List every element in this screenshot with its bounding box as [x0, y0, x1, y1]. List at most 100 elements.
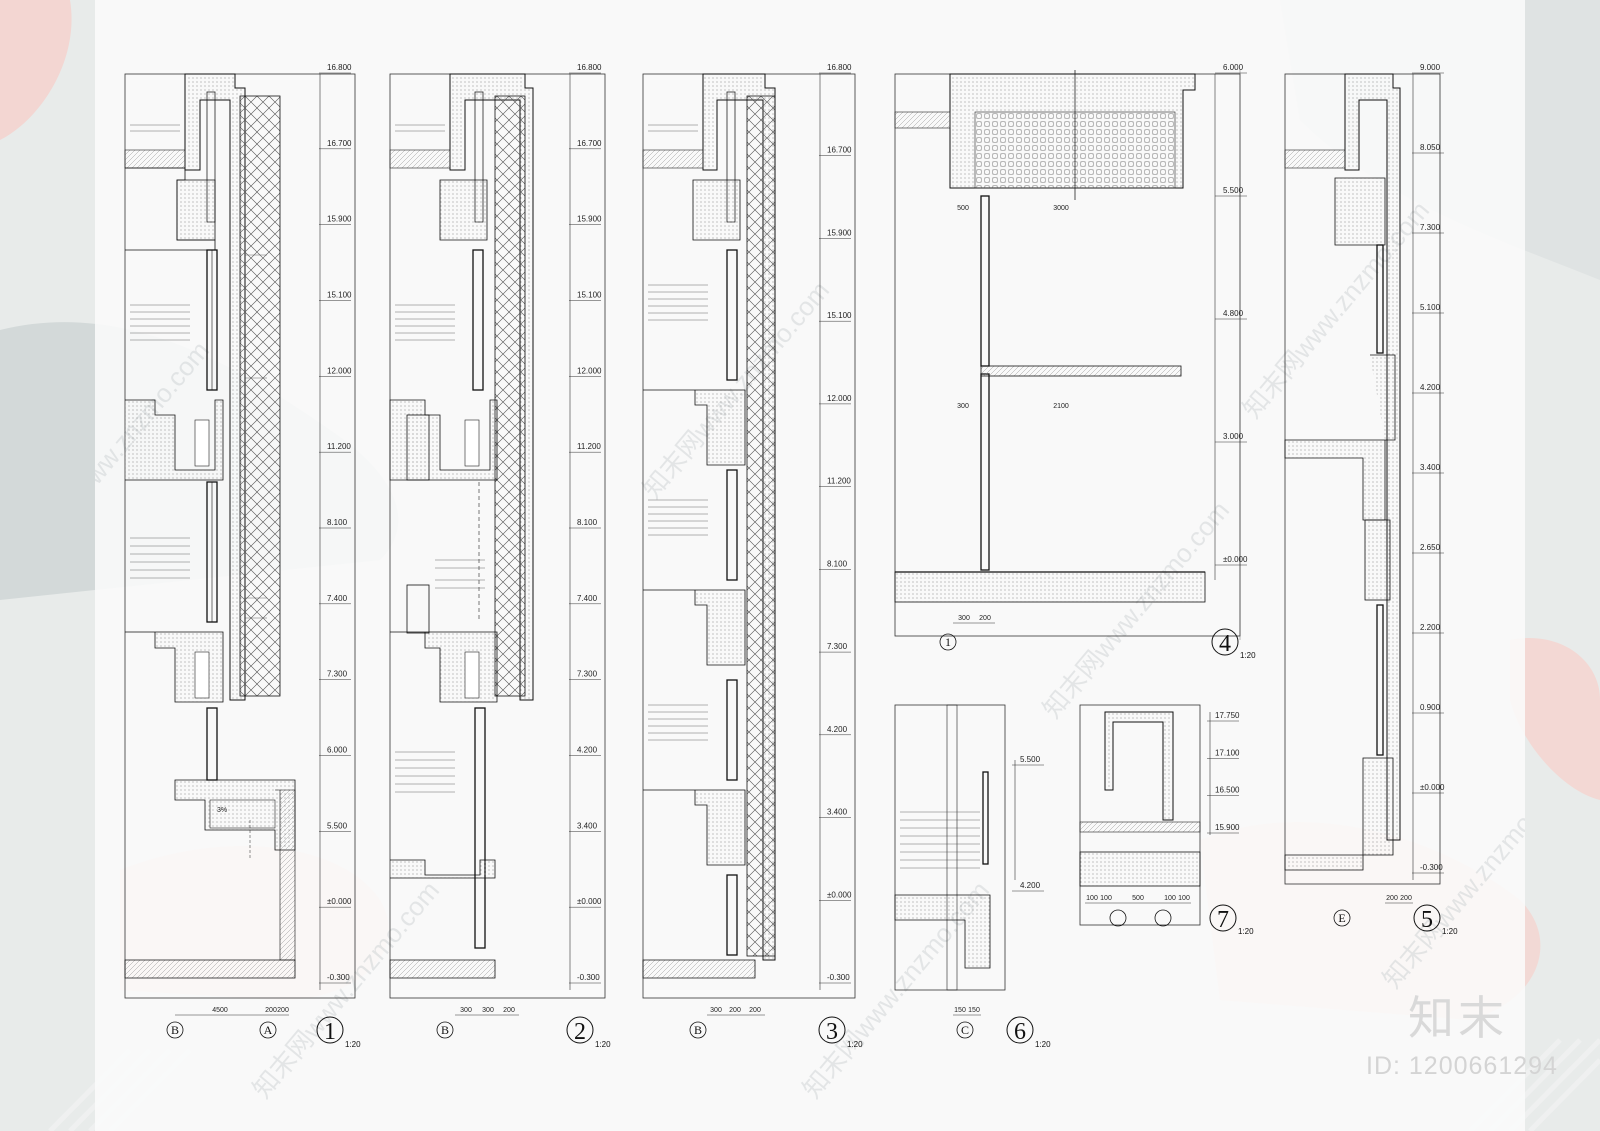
detail-marker-5: 5 1:20: [1413, 904, 1458, 936]
detail-3-section: [642, 73, 856, 999]
elevation-label: -0.300: [327, 973, 350, 982]
detail-2-section: [389, 73, 606, 999]
elevation-label: 8.100: [577, 518, 598, 527]
svg-text:3: 3: [826, 1019, 838, 1045]
elevation-label: 5.500: [1223, 186, 1244, 195]
dimension-label: 200: [503, 1007, 515, 1014]
dimension-label: 300: [958, 615, 970, 622]
elevation-label: 16.700: [577, 139, 602, 148]
elevation-label: 15.100: [577, 291, 602, 300]
elevation-label: -0.300: [827, 973, 850, 982]
elevation-label: -0.300: [577, 973, 600, 982]
svg-text:1:20: 1:20: [1240, 651, 1256, 660]
elevation-label: 12.000: [327, 366, 352, 375]
elevation-label: 8.100: [827, 559, 848, 568]
dimension-label: 200: [749, 1007, 761, 1014]
dimension-label: 200: [265, 1007, 277, 1014]
dimension-label: 500: [1132, 895, 1144, 902]
dimension-label: 4500: [212, 1007, 228, 1014]
svg-text:B: B: [171, 1023, 179, 1037]
elevation-label: 4.200: [1020, 881, 1041, 890]
elevation-label: 5.500: [1020, 755, 1041, 764]
elevation-label: 15.900: [327, 215, 352, 224]
svg-text:5: 5: [1421, 907, 1433, 933]
elevation-label: ±0.000: [327, 897, 352, 906]
svg-text:2: 2: [574, 1019, 586, 1045]
elevation-label: 7.300: [827, 642, 848, 651]
elevation-label: 4.800: [1223, 309, 1244, 318]
detail-4-section: [894, 70, 1241, 640]
drawing-sheet: 知末网www.znzmo.com 知末网www.znzmo.com 知末网www…: [95, 0, 1525, 1131]
elevation-label: 7.400: [327, 594, 348, 603]
elevation-label: ±0.000: [827, 890, 852, 899]
elevation-label: 5.500: [327, 821, 348, 830]
svg-text:1:20: 1:20: [847, 1040, 863, 1049]
detail-marker-7: 7 1:20: [1209, 904, 1254, 936]
elevation-label: 16.800: [827, 63, 852, 72]
svg-text:6: 6: [1014, 1019, 1026, 1045]
svg-text:1:20: 1:20: [1442, 927, 1458, 936]
elevation-label: 17.750: [1215, 711, 1240, 720]
dimension-label: 3000: [1053, 205, 1069, 212]
elevation-label: 7.300: [577, 670, 598, 679]
elevation-label: 11.200: [577, 442, 601, 451]
elevation-label: ±0.000: [1420, 783, 1445, 792]
axis-bubble-1-a: A: [259, 1021, 277, 1039]
axis-bubble-6-c: C: [956, 1021, 974, 1039]
svg-text:1:20: 1:20: [345, 1040, 361, 1049]
elevation-label: 17.100: [1215, 748, 1240, 757]
elevation-label: 9.000: [1420, 63, 1441, 72]
dimension-label: 200: [1400, 895, 1412, 902]
elevation-label: 16.800: [327, 63, 352, 72]
svg-text:1:20: 1:20: [1238, 927, 1254, 936]
svg-text:7: 7: [1217, 907, 1229, 933]
elevation-label: 16.800: [577, 63, 602, 72]
elevation-label: 15.100: [827, 311, 852, 320]
svg-text:B: B: [441, 1023, 449, 1037]
dimension-label: 100: [1178, 895, 1190, 902]
svg-text:1:20: 1:20: [1035, 1040, 1051, 1049]
elevation-label: 7.300: [1420, 223, 1441, 232]
svg-text:E: E: [1338, 911, 1345, 925]
axis-bubble-2-b: B: [436, 1021, 454, 1039]
dimension-label: 100: [1100, 895, 1112, 902]
dimension-label: 300: [957, 403, 969, 410]
dimension-label: 150: [954, 1007, 966, 1014]
elevation-label: 7.400: [577, 594, 598, 603]
axis-bubble-4-1: 1: [939, 633, 957, 651]
elevation-label: 16.500: [1215, 786, 1240, 795]
axis-bubble-7-blank-left: [1109, 909, 1127, 927]
dimension-label: 300: [710, 1007, 722, 1014]
elevation-label: 11.200: [827, 477, 851, 486]
elevation-label: 11.200: [327, 442, 351, 451]
elevation-label: 15.900: [577, 215, 602, 224]
svg-text:3%: 3%: [217, 807, 227, 814]
axis-bubble-3-b: B: [689, 1021, 707, 1039]
elevation-label: 4.200: [1420, 383, 1441, 392]
elevation-label: 16.700: [827, 146, 852, 155]
detail-5-section: [1284, 73, 1441, 885]
dimension-label: 200: [277, 1007, 289, 1014]
elevation-label: 2.650: [1420, 543, 1441, 552]
dimension-label: 200: [979, 615, 991, 622]
elevation-label: 4.200: [577, 746, 598, 755]
detail-marker-2: 2 1:20: [566, 1016, 611, 1049]
detail-marker-1: 1 1:20: [316, 1016, 361, 1049]
dimension-label: 150: [968, 1007, 980, 1014]
dimension-label: 100: [1086, 895, 1098, 902]
svg-text:C: C: [961, 1023, 969, 1037]
dimension-label: 200: [729, 1007, 741, 1014]
elevation-label: 5.100: [1420, 303, 1441, 312]
detail-7-section: [1079, 704, 1211, 926]
elevation-label: 3.400: [827, 808, 848, 817]
elevation-label: 4.200: [827, 725, 848, 734]
elevation-label: 6.000: [327, 746, 348, 755]
axis-bubble-5-e: E: [1333, 909, 1351, 927]
dimension-label: 300: [460, 1007, 472, 1014]
svg-text:4: 4: [1219, 631, 1231, 657]
dimension-label: 200: [1386, 895, 1398, 902]
elevation-label: 0.900: [1420, 703, 1441, 712]
detail-6-section: [894, 704, 1016, 991]
svg-text:1: 1: [945, 635, 951, 649]
